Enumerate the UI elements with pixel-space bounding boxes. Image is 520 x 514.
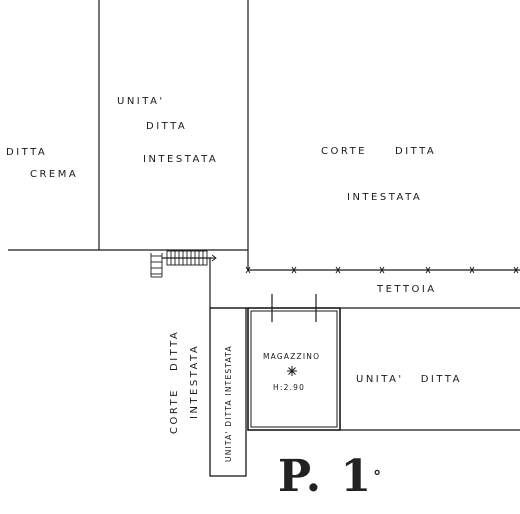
label-ditta-crema-1: DITTA (6, 147, 48, 158)
floor-title: P. 1° (278, 455, 383, 499)
label-corte-left-2: DITTA (169, 329, 180, 371)
label-unita-right: UNITA' DITTA (356, 374, 462, 385)
label-corte-top-2: DITTA (395, 146, 437, 157)
warehouse-room-outer (247, 307, 341, 431)
label-corte-top-1: CORTE (321, 146, 368, 157)
label-unita-strip: UNITA' DITTA INTESTATA (224, 345, 233, 462)
height-marker-icon (287, 366, 297, 376)
warehouse-room-inner (250, 310, 338, 428)
fence-markers (245, 266, 519, 274)
floor-title-main: P. 1 (278, 451, 374, 502)
label-corte-left-3: INTESTATA (189, 343, 200, 419)
label-magazzino: MAGAZZINO (263, 352, 321, 361)
label-tettoia: TETTOIA (377, 284, 437, 295)
label-height: H:2.90 (273, 383, 306, 392)
label-corte-top-3: INTESTATA (347, 192, 423, 203)
label-unita-top-3: INTESTATA (143, 154, 219, 165)
staircase (150, 250, 217, 278)
label-unita-top-2: DITTA (146, 121, 188, 132)
label-unita-top-1: UNITA' (117, 96, 165, 107)
label-ditta-crema-2: CREMA (30, 169, 79, 180)
narrow-unit-strip (209, 307, 247, 477)
label-corte-left-1: CORTE (169, 387, 180, 434)
floor-title-sup: ° (373, 467, 384, 486)
